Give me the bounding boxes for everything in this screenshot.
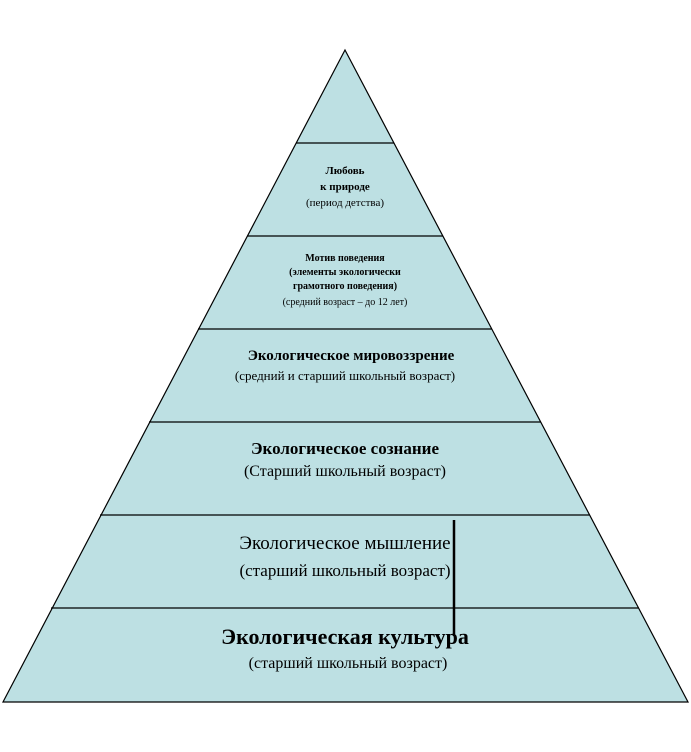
level-behavior-motive: Мотив поведения (элементы экологически г… (283, 253, 408, 308)
level-subtitle: (средний возраст – до 12 лет) (283, 297, 408, 308)
level-subtitle: (старший школьный возраст) (249, 655, 448, 672)
level-eco-worldview: Экологическое мировоззрение (средний и с… (235, 348, 455, 383)
level-title: к природе (320, 181, 370, 193)
level-title: Экологическое мировоззрение (248, 348, 455, 364)
level-title: Экологическое мышление (239, 533, 450, 554)
level-eco-consciousness: Экологическое сознание (Старший школьный… (244, 439, 446, 480)
level-title: Любовь (326, 165, 365, 177)
level-subtitle: (Старший школьный возраст) (244, 463, 446, 480)
level-subtitle: (средний и старший школьный возраст) (235, 368, 455, 383)
level-title: (элементы экологически (289, 267, 401, 278)
level-subtitle: (старший школьный возраст) (239, 561, 450, 580)
level-title: грамотного поведения) (293, 281, 397, 292)
level-subtitle: (период детства) (306, 197, 384, 209)
level-love-nature: Любовь к природе (период детства) (306, 165, 384, 209)
pyramid-body (2, 48, 689, 703)
level-eco-thinking: Экологическое мышление (старший школьный… (239, 533, 450, 580)
level-title: Экологическая культура (221, 624, 469, 649)
level-eco-culture: Экологическая культура (старший школьный… (221, 624, 469, 672)
level-title: Мотив поведения (305, 253, 385, 264)
level-title: Экологическое сознание (251, 439, 439, 458)
